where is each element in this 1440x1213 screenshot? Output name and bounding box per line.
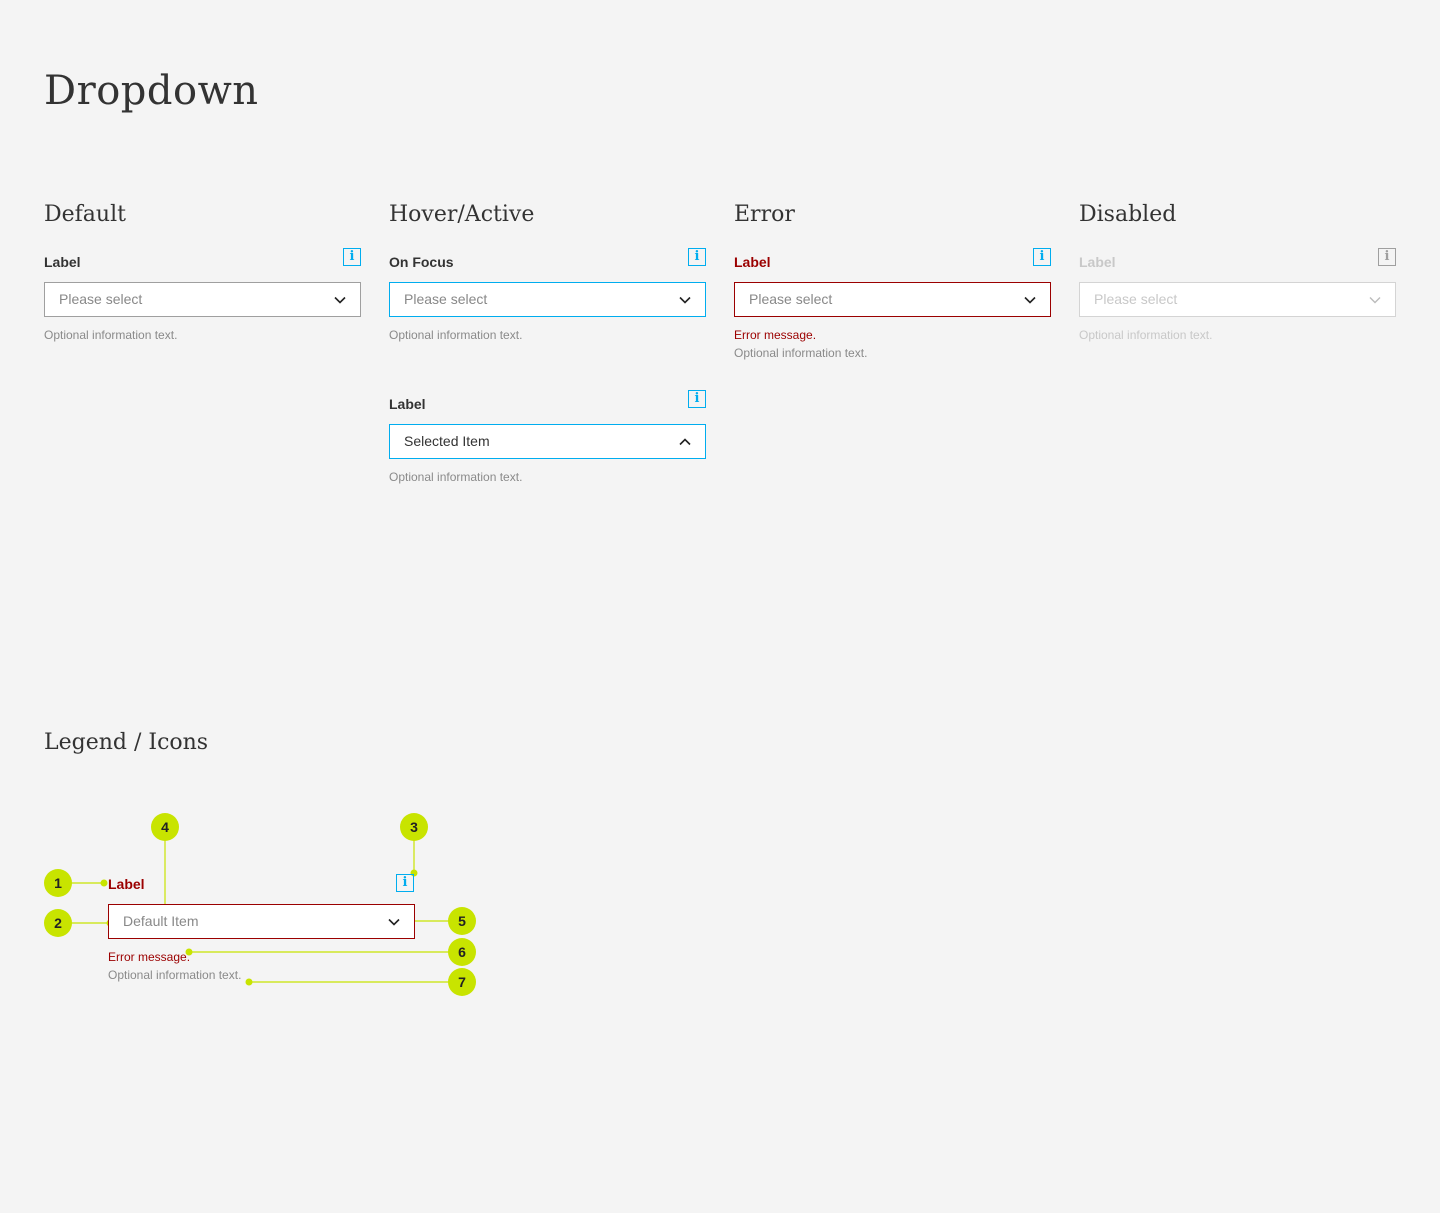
info-icon[interactable]: i	[1033, 248, 1051, 266]
field-label: Label	[389, 396, 426, 412]
chevron-down-icon	[679, 296, 691, 304]
info-icon: i	[396, 874, 414, 892]
field-label: On Focus	[389, 254, 454, 270]
column-error: Error Label i Please select Error messag…	[734, 200, 1051, 362]
dropdown-selected-value: Selected Item	[404, 433, 490, 449]
field-label: Label	[44, 254, 81, 270]
helper-text: Optional information text.	[734, 346, 868, 360]
field-label: Label	[1079, 254, 1116, 270]
dropdown-default: Label i Please select Optional informati…	[44, 248, 361, 344]
helper-text: Optional information text.	[389, 328, 523, 342]
column-heading-disabled: Disabled	[1079, 202, 1177, 227]
legend-badge-6: 6	[448, 938, 476, 966]
chevron-down-icon	[334, 296, 346, 304]
helper-text: Optional information text.	[44, 328, 178, 342]
dropdown-placeholder: Please select	[404, 291, 488, 307]
helper-text: Optional information text.	[1079, 328, 1213, 342]
info-icon: i	[1378, 248, 1396, 266]
dropdown-error: Label i Please select Error message. Opt…	[734, 248, 1051, 362]
dropdown-placeholder: Please select	[1094, 291, 1178, 307]
chevron-down-icon	[388, 918, 400, 926]
legend-error-message: Error message.	[108, 950, 191, 964]
legend-helper-text: Optional information text.	[108, 968, 242, 982]
legend-badge-3: 3	[400, 813, 428, 841]
info-icon[interactable]: i	[688, 248, 706, 266]
error-message: Error message.	[734, 328, 817, 342]
legend-badge-5: 5	[448, 907, 476, 935]
column-disabled: Disabled Label i Please select Optional …	[1079, 200, 1396, 344]
dropdown-select[interactable]: Please select	[389, 282, 706, 317]
dropdown-select: Please select	[1079, 282, 1396, 317]
page-title: Dropdown	[44, 68, 259, 114]
legend-title: Legend / Icons	[44, 730, 209, 755]
legend-badge-1: 1	[44, 869, 72, 897]
dropdown-focus: On Focus i Please select Optional inform…	[389, 248, 706, 344]
dropdown-select[interactable]: Please select	[44, 282, 361, 317]
legend-badge-2: 2	[44, 909, 72, 937]
helper-text: Optional information text.	[389, 470, 523, 484]
dropdown-disabled: Label i Please select Optional informati…	[1079, 248, 1396, 344]
legend-dropdown-select: Default Item	[108, 904, 415, 939]
column-heading-hover-active: Hover/Active	[389, 202, 535, 227]
column-default: Default Label i Please select Optional i…	[44, 200, 361, 344]
dropdown-placeholder: Please select	[749, 291, 833, 307]
chevron-up-icon	[679, 438, 691, 446]
dropdown-select[interactable]: Selected Item	[389, 424, 706, 459]
legend-dropdown-value: Default Item	[123, 913, 199, 929]
legend-badge-7: 7	[448, 968, 476, 996]
chevron-down-icon	[1369, 297, 1381, 304]
info-icon[interactable]: i	[688, 390, 706, 408]
legend-field-label: Label	[108, 876, 145, 892]
chevron-down-icon	[1024, 296, 1036, 304]
legend-badge-4: 4	[151, 813, 179, 841]
dropdown-select[interactable]: Please select	[734, 282, 1051, 317]
column-heading-default: Default	[44, 202, 126, 227]
dropdown-selected: Label i Selected Item Optional informati…	[389, 390, 706, 486]
field-label: Label	[734, 254, 771, 270]
column-hover-active: Hover/Active On Focus i Please select Op…	[389, 200, 706, 486]
dropdown-placeholder: Please select	[59, 291, 143, 307]
info-icon[interactable]: i	[343, 248, 361, 266]
column-heading-error: Error	[734, 202, 795, 227]
